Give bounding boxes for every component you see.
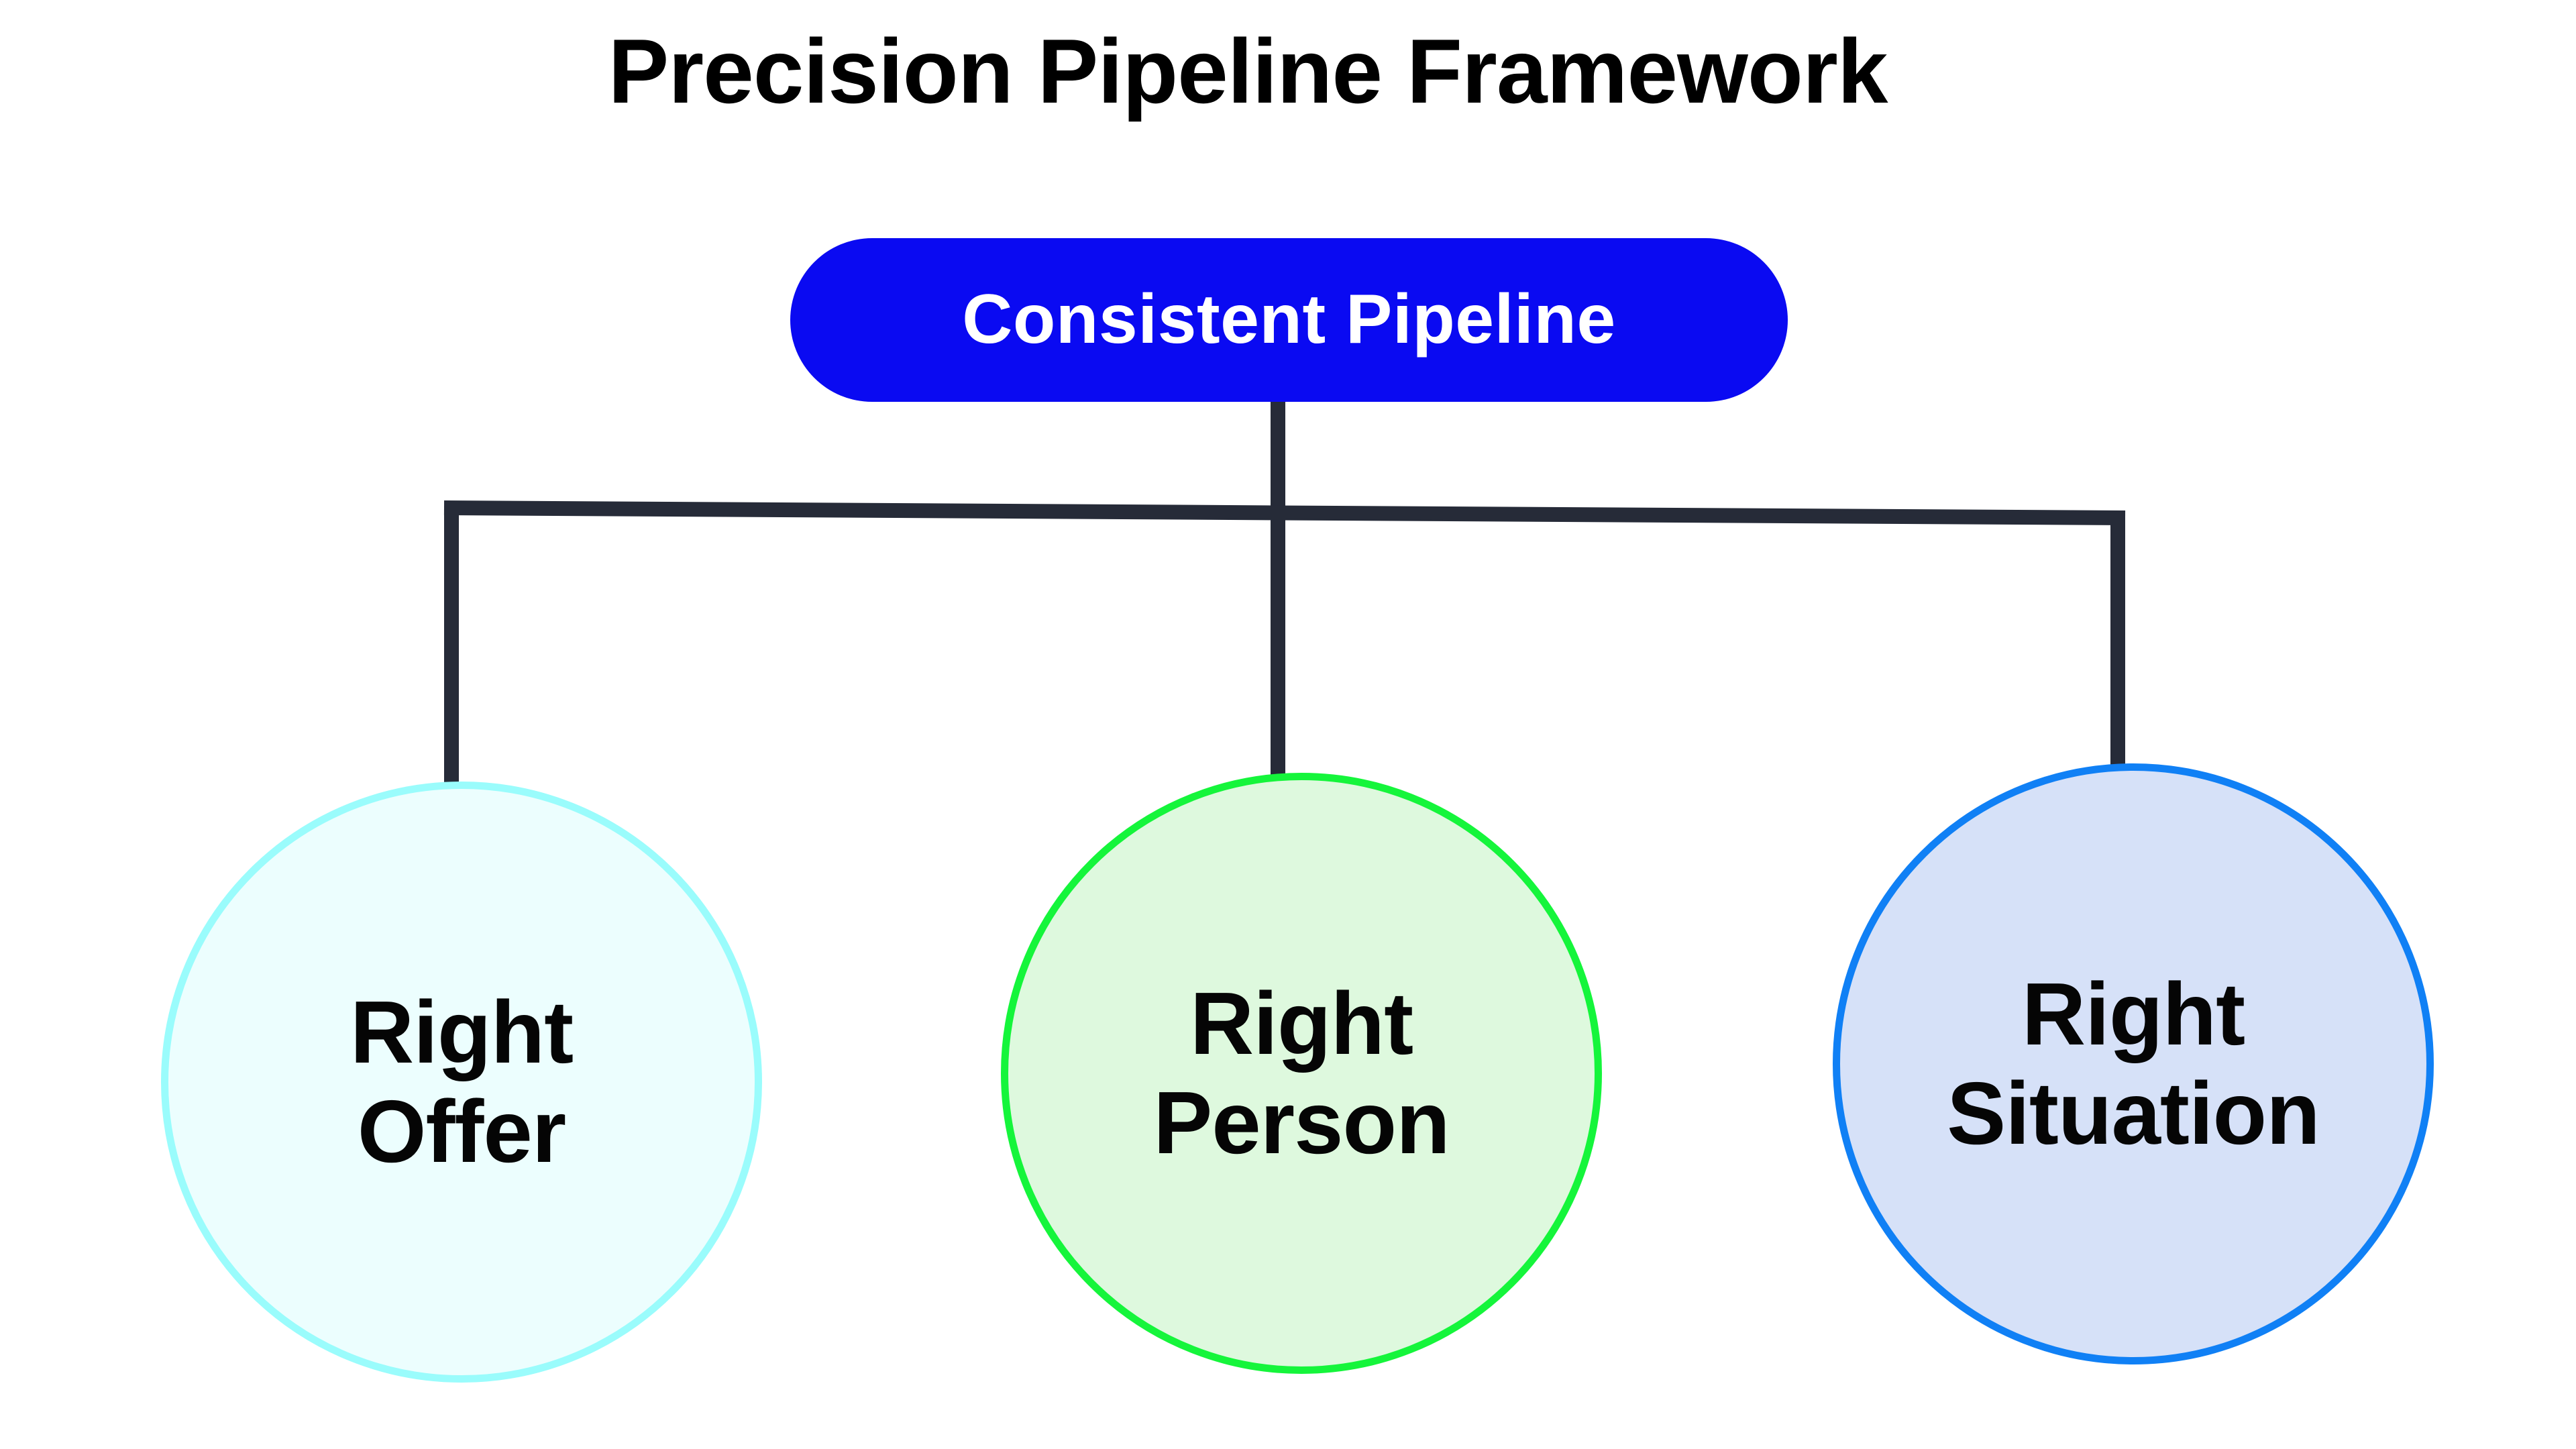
- node-right-situation[interactable]: Right Situation: [1833, 763, 2434, 1364]
- connector-horizontal-bus: [443, 500, 2126, 525]
- page-title: Precision Pipeline Framework: [608, 20, 1888, 122]
- node-consistent-pipeline-label: Consistent Pipeline: [962, 280, 1616, 359]
- node-right-situation-label: Right Situation: [1947, 965, 2320, 1163]
- node-consistent-pipeline[interactable]: Consistent Pipeline: [790, 238, 1788, 402]
- node-right-person-label: Right Person: [1153, 974, 1450, 1172]
- node-right-offer-label: Right Offer: [350, 983, 574, 1181]
- node-right-offer[interactable]: Right Offer: [161, 782, 762, 1383]
- node-right-person[interactable]: Right Person: [1001, 773, 1602, 1374]
